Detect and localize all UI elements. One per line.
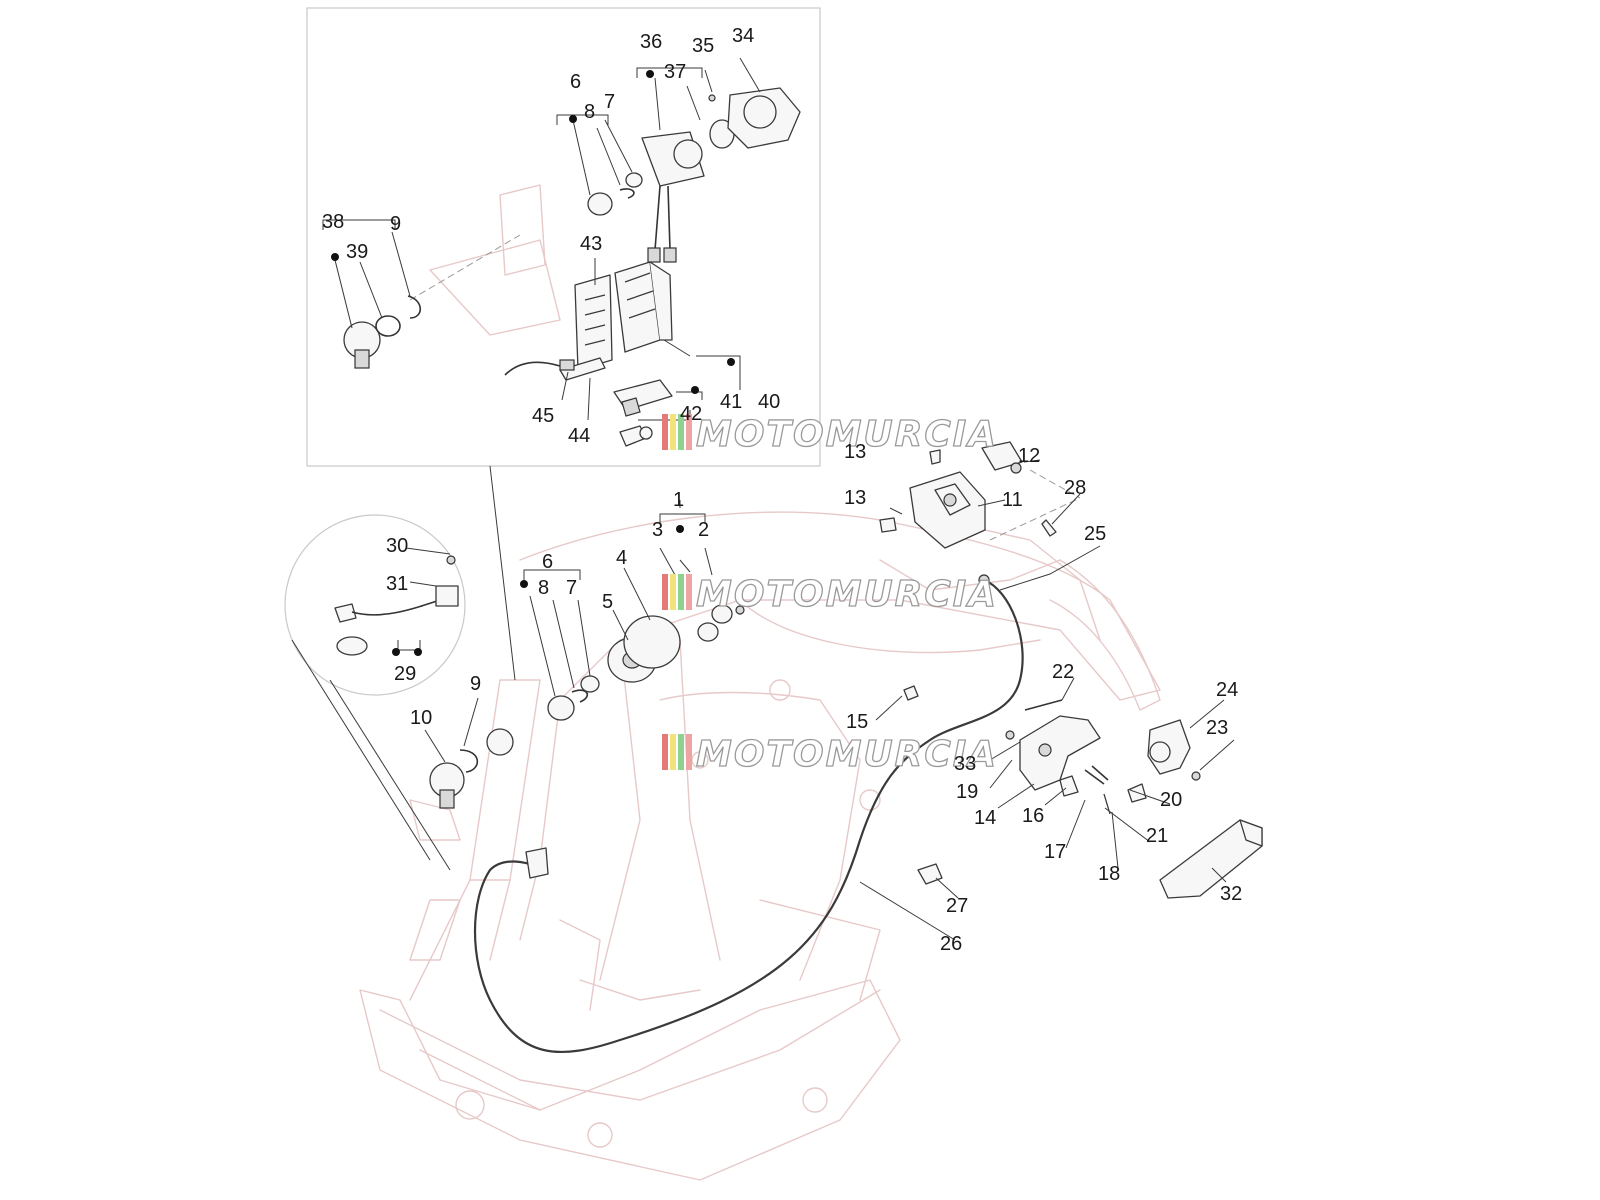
callout-34: 34 — [732, 25, 754, 47]
callout-9-inset: 9 — [390, 213, 401, 235]
inset-parts — [343, 87, 801, 447]
watermark-stripe-3 — [678, 414, 684, 450]
assembly-dots — [331, 70, 735, 656]
callout-6: 6 — [542, 551, 553, 573]
callout-23: 23 — [1206, 717, 1228, 739]
callout-27: 27 — [946, 895, 968, 917]
watermark-bottom: MOTOMURCIA — [662, 733, 998, 776]
callout-18: 18 — [1098, 863, 1120, 885]
callout-41: 41 — [720, 391, 742, 413]
main-parts — [429, 441, 1263, 1054]
callout-21: 21 — [1146, 825, 1168, 847]
callout-38: 38 — [322, 211, 344, 233]
callout-labels: 36 35 34 37 6 8 7 38 39 9 43 45 44 41 40… — [322, 25, 1242, 955]
watermark-stripe-2 — [670, 734, 676, 770]
callout-7-inset: 7 — [604, 91, 615, 113]
inset-leaders — [322, 57, 761, 421]
callout-44: 44 — [568, 425, 590, 447]
callout-8-inset: 8 — [584, 101, 595, 123]
callout-33: 33 — [954, 753, 976, 775]
callout-36: 36 — [640, 31, 662, 53]
callout-26: 26 — [940, 933, 962, 955]
watermark-text: MOTOMURCIA — [696, 574, 998, 615]
callout-31: 31 — [386, 573, 408, 595]
callout-11: 11 — [1002, 489, 1023, 511]
callout-1: 1 — [673, 489, 684, 511]
callout-13: 13 — [844, 487, 866, 509]
callout-20: 20 — [1160, 789, 1182, 811]
callout-37: 37 — [664, 61, 686, 83]
watermark-text: MOTOMURCIA — [696, 414, 998, 455]
callout-42: 42 — [680, 403, 702, 425]
watermark-middle: MOTOMURCIA — [662, 573, 998, 616]
callout-28: 28 — [1064, 477, 1086, 499]
callout-45: 45 — [532, 405, 554, 427]
callout-29: 29 — [394, 663, 416, 685]
callout-43: 43 — [580, 233, 602, 255]
watermark-top: MOTOMURCIA — [662, 413, 998, 456]
callout-5: 5 — [602, 591, 613, 613]
callout-40: 40 — [758, 391, 780, 413]
callout-39: 39 — [346, 241, 368, 263]
callout-8: 8 — [538, 577, 549, 599]
watermark-stripe-4 — [686, 734, 692, 770]
seat-lock-cable — [473, 578, 1024, 1054]
inset-connector-line — [489, 465, 516, 681]
callout-7: 7 — [566, 577, 577, 599]
callout-2: 2 — [698, 519, 709, 541]
callout-24: 24 — [1216, 679, 1238, 701]
watermark-stripe-4 — [686, 574, 692, 610]
callout-3: 3 — [652, 519, 663, 541]
callout-22: 22 — [1052, 661, 1074, 683]
watermark-stripe-3 — [678, 574, 684, 610]
callout-6-inset: 6 — [570, 71, 581, 93]
callout-30: 30 — [386, 535, 408, 557]
callout-35: 35 — [692, 35, 714, 57]
watermark-stripe-2 — [670, 414, 676, 450]
detail-circle — [284, 514, 466, 871]
callout-14: 14 — [974, 807, 996, 829]
scooter-frame-ghost — [359, 511, 1161, 1181]
callout-32: 32 — [1220, 883, 1242, 905]
watermark-stripe-2 — [670, 574, 676, 610]
callout-19: 19 — [956, 781, 978, 803]
watermark-stripe-1 — [662, 574, 668, 610]
callout-10: 10 — [410, 707, 432, 729]
callout-25: 25 — [1084, 523, 1106, 545]
watermark-stripe-1 — [662, 734, 668, 770]
main-leaders — [424, 459, 1235, 941]
callout-12: 12 — [1018, 445, 1040, 467]
callout-15: 15 — [846, 711, 868, 733]
callout-13-top: 13 — [844, 441, 866, 463]
watermark-stripe-3 — [678, 734, 684, 770]
watermark-stripe-4 — [686, 414, 692, 450]
callout-9: 9 — [470, 673, 481, 695]
callout-17: 17 — [1044, 841, 1066, 863]
watermark-stripe-1 — [662, 414, 668, 450]
callout-4: 4 — [616, 547, 627, 569]
callout-16: 16 — [1022, 805, 1044, 827]
watermark-text: MOTOMURCIA — [696, 734, 998, 775]
inset-frame — [306, 7, 821, 467]
